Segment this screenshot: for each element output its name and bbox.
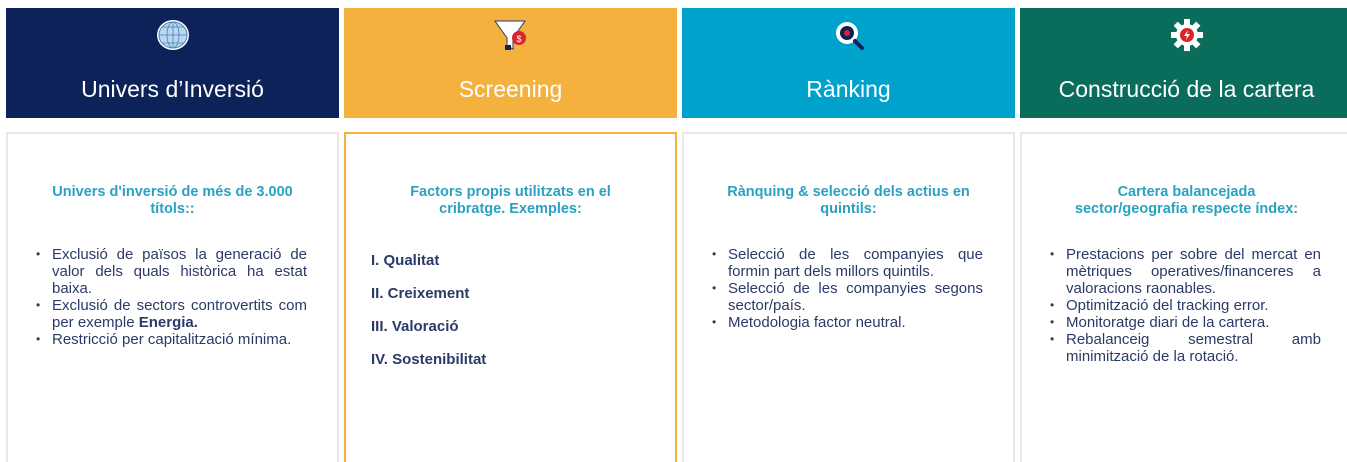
panel-ranking: Rànquing & selecció dels actius en quint… (682, 132, 1015, 462)
list-item: Optimització del tracking error. (1050, 297, 1321, 314)
list-item: Rebalanceig semestral amb minimització d… (1050, 331, 1321, 365)
column-screening: $ Screening Factors propis utilitzats en… (344, 8, 677, 462)
panel-title-portfolio: Cartera balancejada sector/geografia res… (1074, 184, 1299, 217)
panel-portfolio: Cartera balancejada sector/geografia res… (1020, 132, 1347, 462)
bullet-list-universe: Exclusió de països la generació de valor… (28, 246, 317, 348)
panel-screening: Factors propis utilitzats en el cribratg… (344, 132, 677, 462)
list-item: Prestacions per sobre del mercat en mètr… (1050, 246, 1321, 297)
header-portfolio: Construcció de la cartera (1020, 8, 1347, 118)
column-universe: Univers d’Inversió Univers d'inversió de… (6, 8, 339, 462)
process-diagram: Univers d’Inversió Univers d'inversió de… (6, 8, 1347, 462)
globe-icon (156, 20, 189, 50)
header-title-universe: Univers d’Inversió (81, 76, 264, 102)
column-portfolio: Construcció de la cartera Cartera balanc… (1020, 8, 1347, 462)
factor-item: I. Qualitat (371, 252, 440, 269)
list-item: Selecció de les companyies segons sector… (712, 280, 983, 314)
list-item: Exclusió de països la generació de valor… (36, 246, 307, 297)
list-item: Selecció de les companyies que formin pa… (712, 246, 983, 280)
panel-universe: Univers d'inversió de més de 3.000 títol… (6, 132, 339, 462)
list-item: Restricció per capitalització mínima. (36, 331, 307, 348)
factor-list: I. Qualitat II. Creixement III. Valoraci… (371, 252, 655, 368)
svg-text:$: $ (516, 34, 521, 44)
header-title-ranking: Rànking (806, 76, 891, 102)
header-universe: Univers d’Inversió (6, 8, 339, 118)
header-screening: $ Screening (344, 8, 677, 118)
bullet-list-portfolio: Prestacions per sobre del mercat en mètr… (1042, 246, 1331, 365)
panel-title-screening: Factors propis utilitzats en el cribratg… (410, 184, 611, 217)
factor-item: II. Creixement (371, 285, 470, 302)
list-item: Metodologia factor neutral. (712, 314, 983, 331)
gear-icon (1170, 19, 1203, 51)
header-title-screening: Screening (458, 76, 563, 102)
emphasis-energy: Energia. (138, 314, 198, 331)
column-ranking: Rànking Rànquing & selecció dels actius … (682, 8, 1015, 462)
factor-item: III. Valoració (371, 318, 459, 335)
bullet-list-ranking: Selecció de les companyies que formin pa… (704, 246, 993, 331)
panel-title-universe: Univers d'inversió de més de 3.000 títol… (52, 184, 293, 217)
factor-item: IV. Sostenibilitat (371, 351, 487, 368)
funnel-dollar-icon: $ (493, 20, 526, 50)
list-item: Exclusió de sectors controvertits com pe… (36, 297, 307, 331)
header-ranking: Rànking (682, 8, 1015, 118)
panel-title-ranking: Rànquing & selecció dels actius en quint… (727, 184, 970, 217)
list-item-text: Exclusió de sectors controvertits com pe… (52, 297, 307, 331)
header-title-portfolio: Construcció de la cartera (1058, 76, 1315, 102)
list-item: Monitoratge diari de la cartera. (1050, 314, 1321, 331)
magnifier-icon (835, 22, 864, 50)
